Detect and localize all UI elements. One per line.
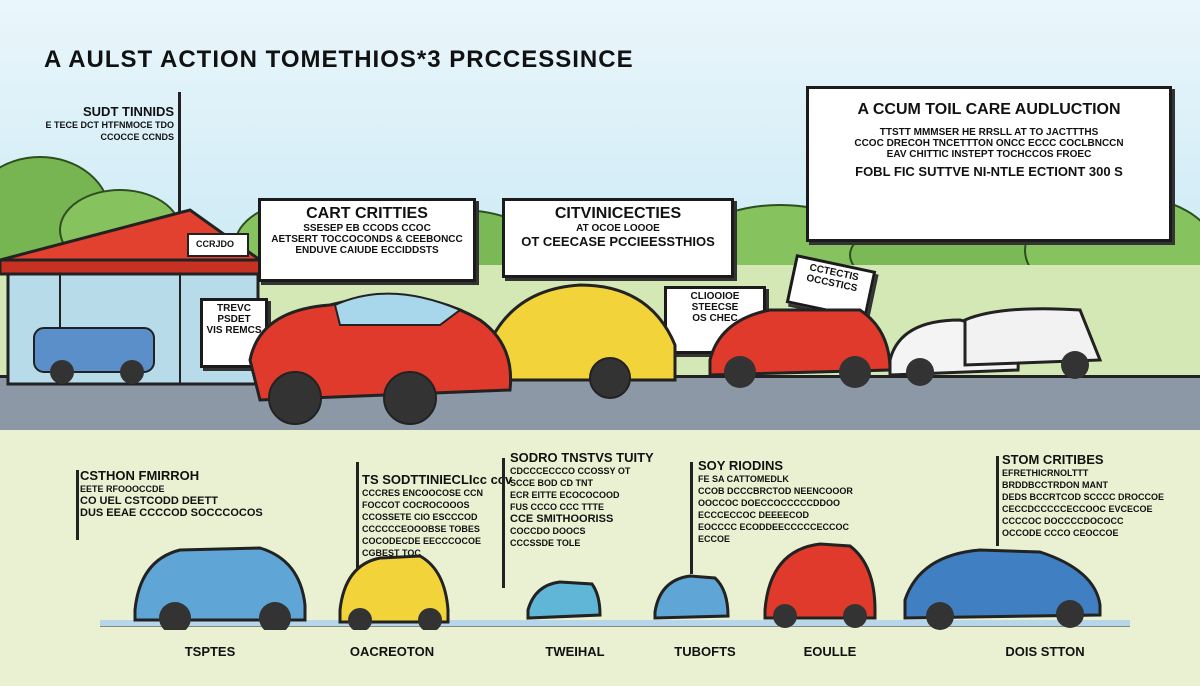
column-line: OCCODE CCCO CEOCCOE: [1002, 528, 1119, 538]
sign-post: [178, 92, 181, 212]
red-sports-car-icon: [763, 542, 877, 628]
column-2: TS SODTTINIECLIcc ccv CCCRES ENCOOCOSE C…: [362, 472, 512, 559]
column-line: DEDS BCCRTCOD SCCCC DROCCOE: [1002, 492, 1165, 502]
column-line: CECCDCCCCCECCOOC EVCECOE: [1002, 504, 1153, 514]
timeline-label: EOULLE: [803, 644, 857, 659]
middle-sign-heading: CITVINICECTIES: [554, 205, 682, 222]
column-line: ECR EITTE ECOCOCOOD: [510, 490, 620, 500]
column-line: EETE RFOOOCCDE: [80, 484, 165, 494]
column-line: COCODECDE EECCCOCOE: [362, 536, 482, 546]
red-car-icon: [248, 292, 513, 425]
column-divider: [356, 462, 359, 582]
blue-sedan-icon: [903, 548, 1102, 630]
small-right-line: CLIOOIOE: [690, 291, 740, 302]
timeline-cars: [133, 542, 1102, 630]
right-sign-line: FOBL FIC SUTTVE NI-NTLE ECTIONT 300 S: [855, 164, 1123, 179]
page-title: A AULST ACTION TOMETHIOS*3 PRCCESSINCE: [44, 46, 634, 73]
column-line: EOCCCC ECODDEECCCCCECCOC: [698, 522, 850, 532]
right-sign-line: EAV CHITTIC INSTEPT TOCHCCOS FROEC: [886, 149, 1092, 160]
column-line: CDCCCECCCO CCOSSY OT: [510, 466, 631, 476]
column-line: CCOB DCCCBRCTOD NEENCOOOR: [698, 486, 853, 496]
column-heading: TS SODTTINIECLIcc ccv: [362, 472, 513, 487]
silver-van-icon: [963, 307, 1103, 379]
column-heading: STOM CRITIBES: [1002, 452, 1104, 467]
column-3: SODRO TNSTVS TUITY CDCCCECCCO CCOSSY OT …: [510, 450, 654, 549]
cart-critties-line: AETSERT TOCCOCONDS & CEEBONCC: [271, 234, 463, 245]
column-line: EFRETHICRNOLTTT: [1002, 468, 1089, 478]
column-divider: [502, 458, 505, 588]
column-line: FUS CCCO CCC TTTE: [510, 502, 604, 512]
timeline-label: TUBOFTS: [674, 644, 736, 659]
column-4: SOY RIODINS FE SA CATTOMEDLK CCOB DCCCBR…: [698, 458, 853, 545]
column-heading: SOY RIODINS: [698, 458, 784, 473]
column-heading: SODRO TNSTVS TUITY: [510, 450, 654, 465]
vintage-blue-car-icon: [133, 546, 307, 630]
column-line: CCCRES ENCOOCOSE CCN: [362, 488, 484, 498]
timeline-label: OACREOTON: [349, 644, 435, 659]
column-divider: [996, 456, 999, 546]
column-1: CSTHON FMIRROH EETE RFOOOCCDE CO UEL CST…: [80, 468, 263, 519]
column-line: CCE SMITHOORISS: [510, 513, 614, 525]
yellow-car-icon: [478, 283, 677, 399]
middle-sign-line: OT CEECASE PCCIEESSTHIOS: [521, 234, 715, 249]
column-line: DUS EEAE CCCCOD SOCCCOCOS: [80, 507, 263, 519]
timeline-label: TSPTES: [184, 644, 236, 659]
column-line: ECCCECCOC DEEEECOD: [698, 510, 810, 520]
small-teal-car-icon: [526, 580, 602, 620]
column-6: STOM CRITIBES EFRETHICRNOLTTT BRDDBCCTRD…: [1002, 452, 1164, 539]
column-line: ECCOE: [698, 534, 731, 544]
small-blue-car-icon: [653, 574, 730, 620]
yellow-coupe-icon: [338, 554, 450, 630]
small-right-line: STEECSE: [691, 302, 739, 313]
column-line: FE SA CATTOMEDLK: [698, 474, 789, 484]
cart-critties-heading: CART CRITTIES: [306, 205, 428, 222]
right-big-sign: A CCUM TOIL CARE AUDLUCTION TTSTT MMMSER…: [806, 86, 1172, 242]
left-post-line: CCOCCE CCNDS: [100, 132, 174, 142]
column-line: CGBEST TOC: [362, 548, 421, 558]
middle-sign-line: AT OCOE LOOOE: [576, 223, 660, 234]
column-divider: [690, 462, 693, 574]
column-line: CCCSSDE TOLE: [510, 538, 581, 548]
booth-label: CCRJDO: [196, 239, 235, 249]
lot-sign-line: VIS REMCS: [206, 325, 262, 336]
right-sign-line: CCOC DRECOH TNCETTTON ONCC ECCC COCLBNCC…: [854, 138, 1124, 149]
left-post-line: E TECE DCT HTFNMOCE TDO: [45, 120, 175, 130]
left-post-heading: SUDT TINNIDS: [83, 104, 174, 119]
column-line: SCCE BOD CD TNT: [510, 478, 593, 488]
cart-critties-line: ENDUVE CAIUDE ECCIDDSTS: [295, 245, 439, 256]
column-line: FOCCOT COCROCOOOS: [362, 500, 470, 510]
lot-sign-line: PSDET: [217, 314, 251, 325]
column-heading: CSTHON FMIRROH: [80, 468, 200, 483]
lot-sign-line: TREVC: [217, 303, 251, 314]
left-post-sign: SUDT TINNIDS E TECE DCT HTFNMOCE TDO CCO…: [44, 104, 175, 143]
column-line: BRDDBCCTRDON MANT: [1002, 480, 1108, 490]
cart-critties-line: SSESEP EB CCODS CCOC: [303, 223, 431, 234]
column-line: COCCDO DOOCS: [510, 526, 586, 536]
column-line: OOCCOC DOECCOCCCCCDDOO: [698, 498, 841, 508]
middle-sign: CITVINICECTIES AT OCOE LOOOE OT CEECASE …: [502, 198, 734, 278]
small-right-line: OS CHEC: [692, 313, 738, 324]
timeline-label: TWEIHAL: [545, 644, 605, 659]
right-sign-line: TTSTT MMMSER HE RRSLL AT TO JACTTTHS: [879, 127, 1099, 138]
column-line: CCCCCCEOOOBSE TOBES: [362, 524, 480, 534]
timeline-label: DOIS STTON: [1005, 644, 1085, 659]
column-line: CO UEL CSTCODD DEETT: [80, 495, 218, 507]
red-car-right-icon: [708, 308, 892, 388]
cart-critties-sign: CART CRITTIES SSESEP EB CCODS CCOC AETSE…: [258, 198, 476, 282]
column-line: CCCCOC DOCCCCDOCOCC: [1002, 516, 1124, 526]
column-line: CCOSSETE CIO ESCCCOD: [362, 512, 478, 522]
right-sign-heading: A CCUM TOIL CARE AUDLUCTION: [857, 101, 1121, 118]
column-divider: [76, 470, 79, 540]
road-cars: [248, 283, 1103, 425]
